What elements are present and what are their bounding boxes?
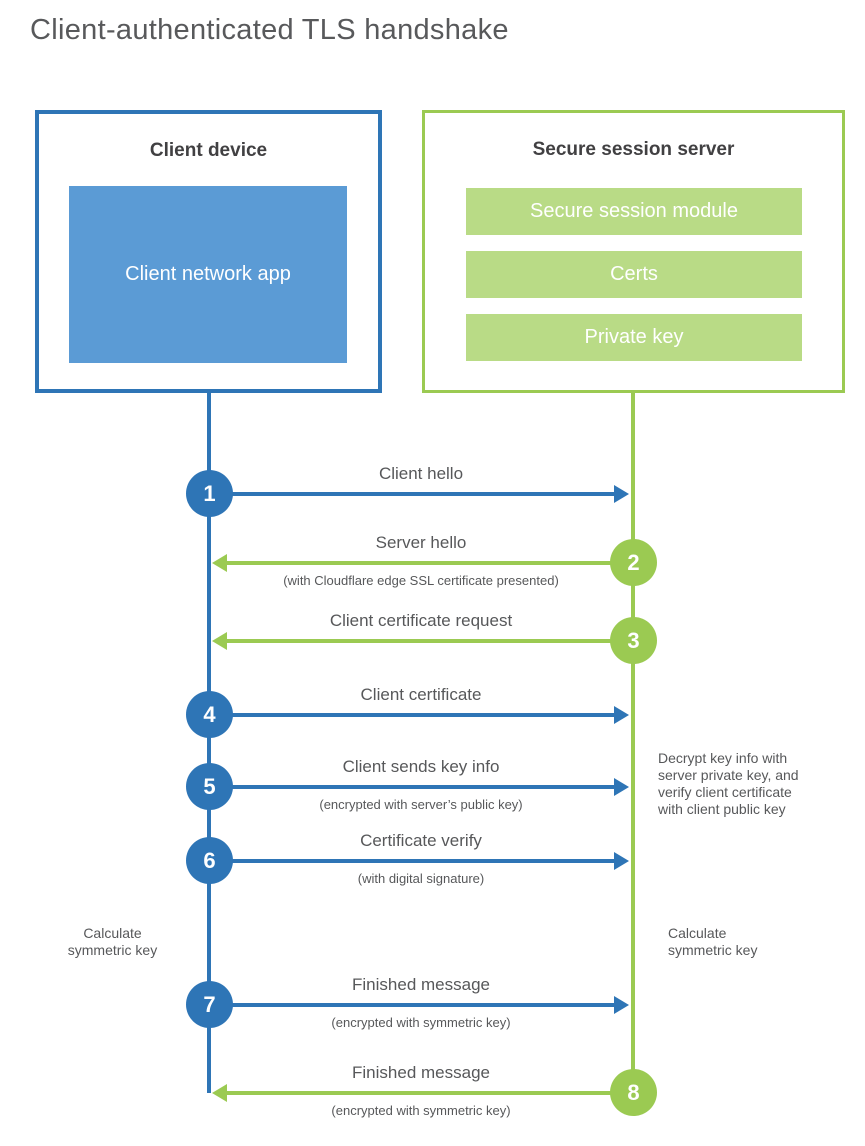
client-device-box: Client device Client network app	[35, 110, 382, 393]
step-8-circle: 8	[610, 1069, 657, 1116]
step-3-arrow	[212, 632, 612, 650]
secure-session-server-title: Secure session server	[532, 139, 735, 160]
step-7-label: Finished message	[352, 975, 490, 994]
step-5-sublabel: (encrypted with server’s public key)	[319, 797, 523, 812]
step-1-label: Client hello	[378, 464, 464, 483]
step-7-arrow	[232, 996, 629, 1014]
step-8-label: Finished message	[352, 1063, 490, 1082]
step-6-label: Certificate verify	[360, 831, 482, 850]
step-6-circle: 6	[186, 837, 233, 884]
client-lifeline	[207, 393, 211, 1093]
client-device-title: Client device	[149, 140, 268, 161]
step-6-sublabel: (with digital signature)	[357, 871, 485, 886]
step-4-arrow	[232, 706, 629, 724]
decrypt-note: Decrypt key info with server private key…	[658, 750, 799, 817]
step-2-sublabel: (with Cloudflare edge SSL certificate pr…	[283, 573, 559, 588]
step-3-label: Client certificate request	[329, 611, 513, 630]
step-8-sublabel: (encrypted with symmetric key)	[331, 1103, 511, 1118]
step-3-circle: 3	[610, 617, 657, 664]
step-1-circle: 1	[186, 470, 233, 517]
calc-symmetric-key-left: Calculate symmetric key	[67, 925, 158, 958]
step-7-circle: 7	[186, 981, 233, 1028]
step-5-circle: 5	[186, 763, 233, 810]
step-2-label: Server hello	[375, 533, 467, 552]
server-lifeline	[631, 393, 635, 1093]
server-module-secure-session: Secure session module	[466, 188, 802, 235]
step-2-arrow	[212, 554, 612, 572]
step-6-arrow	[232, 852, 629, 870]
step-5-arrow	[232, 778, 629, 796]
secure-session-server-box: Secure session server Secure session mod…	[422, 110, 845, 393]
step-5-label: Client sends key info	[342, 757, 500, 776]
server-module-private-key: Private key	[466, 314, 802, 361]
calc-symmetric-key-right: Calculate symmetric key	[668, 925, 758, 958]
step-7-sublabel: (encrypted with symmetric key)	[331, 1015, 511, 1030]
server-module-certs: Certs	[466, 251, 802, 298]
step-1-arrow	[232, 485, 629, 503]
step-2-circle: 2	[610, 539, 657, 586]
step-4-circle: 4	[186, 691, 233, 738]
step-4-label: Client certificate	[360, 685, 482, 704]
diagram-title: Client-authenticated TLS handshake	[30, 14, 509, 46]
client-network-app-box: Client network app	[69, 186, 347, 363]
step-8-arrow	[212, 1084, 612, 1102]
